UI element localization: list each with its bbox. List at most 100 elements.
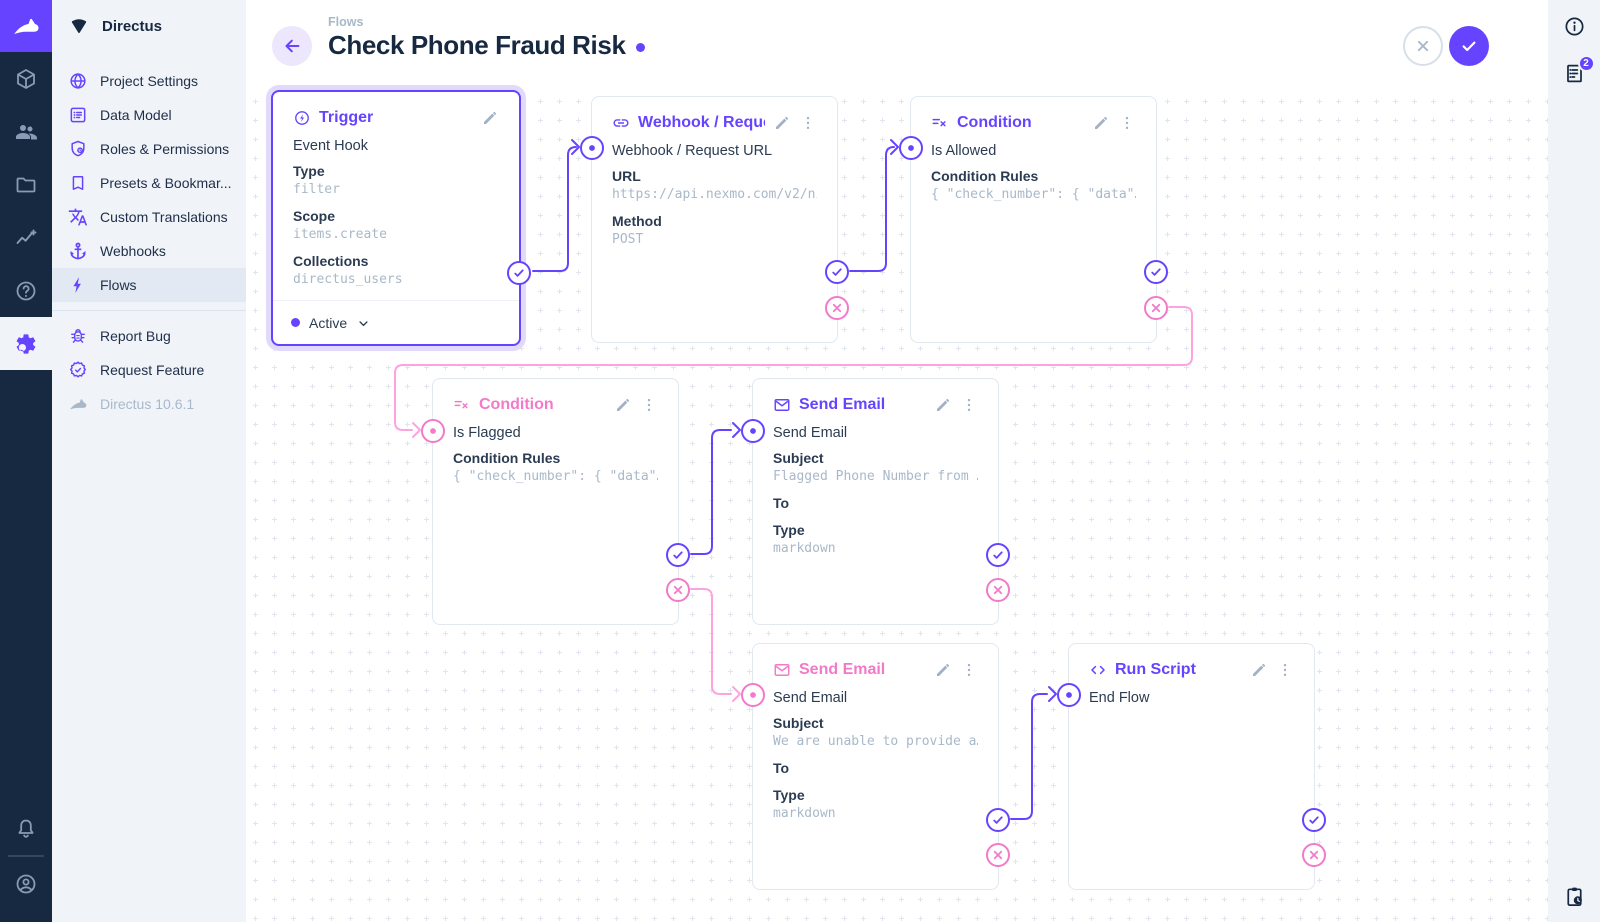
directus-logo[interactable] [0,0,52,52]
save-button[interactable] [1449,26,1489,66]
input-port[interactable] [741,419,765,443]
discard-changes-button[interactable] [1403,26,1443,66]
sidebar-item-webhooks[interactable]: Webhooks [52,234,246,268]
edit-icon[interactable] [481,109,499,127]
sidebar-item-request-feature[interactable]: Request Feature [52,353,246,387]
reject-port[interactable] [1144,296,1168,320]
resolve-port[interactable] [986,808,1010,832]
sidebar-item-label: Report Bug [100,328,171,344]
module-insights[interactable] [0,211,52,264]
back-button[interactable] [272,26,312,66]
bookmark-icon [68,173,88,193]
input-port[interactable] [1057,683,1081,707]
field-label: Collections [293,253,369,269]
sidebar-item-label: Request Feature [100,362,205,378]
flow-node-send-email-flagged[interactable]: Send Email Send Email Subject Flagged Ph… [741,378,1010,625]
more-options-icon[interactable] [960,396,978,414]
resolve-port[interactable] [507,261,531,285]
module-user-directory[interactable] [0,105,52,158]
field-value: https://api.nexmo.com/v2/ni [612,187,817,202]
flow-status-toggle[interactable]: Active [273,300,519,344]
resolve-port[interactable] [1144,260,1168,284]
x-icon [828,299,846,317]
flow-node-trigger[interactable]: Trigger Event Hook Type filter Scope ite… [271,90,531,346]
activity-sidebar-button[interactable]: 2 [1563,55,1595,85]
version-label: Directus 10.6.1 [52,387,246,421]
sidebar-item-label: Roles & Permissions [100,141,230,157]
flow-node-send-email-unable[interactable]: Send Email Send Email Subject We are una… [741,643,1010,890]
dot-icon [424,422,442,440]
module-documentation[interactable] [0,264,52,317]
edit-icon[interactable] [614,396,632,414]
flow-canvas[interactable]: Flows Check Phone Fraud Risk Trigger Eve… [246,0,1548,922]
resolve-port[interactable] [825,260,849,284]
operation-name: Is Flagged [453,425,521,441]
input-port[interactable] [741,683,765,707]
sidebar-divider [52,310,246,311]
dot-icon [1060,686,1078,704]
more-options-icon[interactable] [1118,114,1136,132]
more-options-icon[interactable] [640,396,658,414]
module-bar-spacer [0,370,52,802]
edit-icon[interactable] [773,114,791,132]
input-port[interactable] [421,419,445,443]
clipboard-clock-icon [1563,885,1586,908]
field-value: { "check_number": { "data"… [453,469,658,484]
reject-port[interactable] [986,843,1010,867]
edit-icon[interactable] [934,396,952,414]
sidebar-item-flows[interactable]: Flows [52,268,246,302]
sidebar-item-data-model[interactable]: Data Model [52,98,246,132]
sidebar-item-roles-permissions[interactable]: Roles & Permissions [52,132,246,166]
sidebar-item-label: Project Settings [100,73,199,89]
resolve-port[interactable] [986,543,1010,567]
input-port[interactable] [899,136,923,160]
project-chooser[interactable]: Directus [52,0,246,52]
resolve-port[interactable] [666,543,690,567]
module-file-library[interactable] [0,158,52,211]
more-options-icon[interactable] [1276,661,1294,679]
sidebar-item-label: Webhooks [100,243,166,259]
field-value: Flagged Phone Number from … [773,469,978,484]
gear-icon [14,332,38,356]
account-button[interactable] [0,857,52,910]
sidebar-item-project-settings[interactable]: Project Settings [52,64,246,98]
edit-icon[interactable] [934,661,952,679]
field-label: Condition Rules [931,168,1039,184]
input-port[interactable] [580,136,604,160]
rule-icon [453,396,471,414]
check-icon [1459,36,1479,56]
rabbit-icon [68,394,88,414]
flow-node-webhook[interactable]: Webhook / Request URL Webhook / Request … [580,96,849,343]
operation-name: Webhook / Request URL [612,143,773,159]
sidebar-item-report-bug[interactable]: Report Bug [52,319,246,353]
flow-node-run-script[interactable]: Run Script End Flow [1057,643,1326,890]
close-icon [1413,36,1433,56]
more-options-icon[interactable] [799,114,817,132]
field-label: Type [773,522,805,538]
module-content[interactable] [0,52,52,105]
edit-icon[interactable] [1092,114,1110,132]
check-icon [1147,263,1165,281]
notifications-button[interactable] [0,802,52,855]
revisions-sidebar-button[interactable] [1563,885,1586,908]
info-sidebar-button[interactable] [1563,15,1586,38]
reject-port[interactable] [825,296,849,320]
anchor-icon [68,241,88,261]
module-settings[interactable] [0,317,52,370]
reject-port[interactable] [1302,843,1326,867]
field-label: URL [612,168,641,184]
reject-port[interactable] [986,578,1010,602]
dot-icon [583,139,601,157]
resolve-port[interactable] [1302,808,1326,832]
reject-port[interactable] [666,578,690,602]
edit-icon[interactable] [1250,661,1268,679]
field-label: Subject [773,715,824,731]
flow-node-condition-flagged[interactable]: Condition Is Flagged Condition Rules { "… [421,378,690,625]
project-name: Directus [102,17,163,35]
sidebar-item-presets-bookmarks[interactable]: Presets & Bookmar... [52,166,246,200]
flow-node-condition-allowed[interactable]: Condition Is Allowed Condition Rules { "… [899,96,1168,343]
field-value: directus_users [293,272,403,287]
sidebar-item-custom-translations[interactable]: Custom Translations [52,200,246,234]
more-options-icon[interactable] [960,661,978,679]
page-title: Check Phone Fraud Risk [328,30,645,61]
